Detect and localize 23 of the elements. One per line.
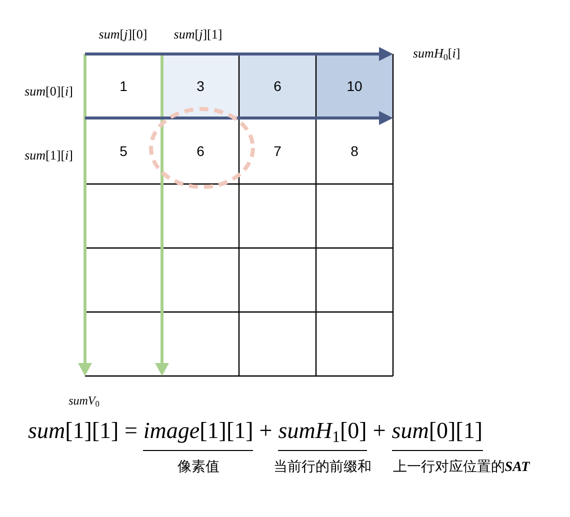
term-note: 当前行的前缀和 bbox=[274, 460, 372, 476]
cell-number: 1 bbox=[120, 78, 128, 94]
cell-number: 7 bbox=[274, 143, 282, 159]
cell-number: 8 bbox=[350, 143, 358, 159]
formula-term: sum[0][1] bbox=[392, 419, 482, 451]
shaded-cell: 3 bbox=[162, 54, 239, 118]
cell-number: 5 bbox=[120, 143, 128, 159]
plus-sign: + bbox=[372, 419, 386, 443]
row-label: sum[1][i] bbox=[24, 148, 73, 162]
formula-term: sumH$_{1}$[0] bbox=[278, 419, 367, 451]
arrow-label: sumH$_{0}$[i] bbox=[413, 46, 460, 60]
cell-number: 6 bbox=[196, 143, 204, 159]
column-label: sum[j][0] bbox=[98, 26, 148, 42]
column-label: sum[j][1] bbox=[174, 26, 222, 42]
formula-text: sum[1][1] = bbox=[28, 419, 138, 443]
row-label: sum[0][i] bbox=[24, 84, 73, 98]
term-note: 上一行对应位置的SAT bbox=[392, 460, 530, 476]
formula-term: image[1][1] bbox=[143, 419, 254, 451]
shaded-cell: 6 bbox=[239, 54, 316, 118]
plus-sign: + bbox=[259, 419, 272, 443]
arrow-label: sumV$_{0}$ bbox=[68, 394, 100, 408]
shaded-cell: 10 bbox=[316, 54, 393, 118]
term-note: 像素值 bbox=[177, 460, 220, 476]
